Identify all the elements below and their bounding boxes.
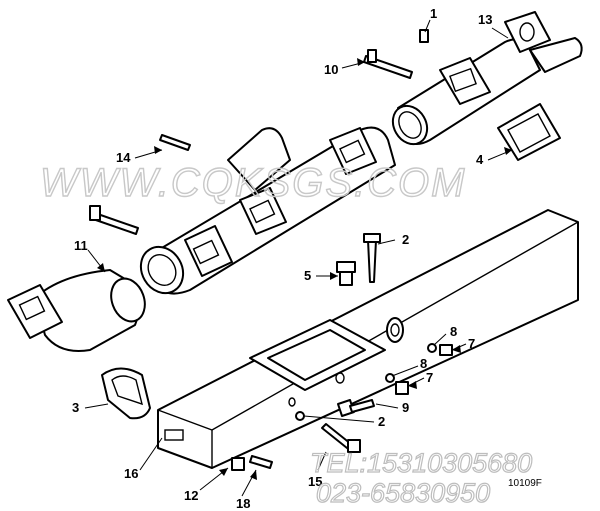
gasket-rear-opening [507,113,551,153]
drawing-code: 10109F [508,478,542,489]
watermark-phone: 023-65830950 [316,478,490,508]
callout-5: 5 [304,268,311,283]
callout-10: 10 [324,62,338,77]
gasket-front-opening [111,375,143,406]
callout-12: 12 [184,488,198,503]
callout-3: 3 [72,400,79,415]
callout-14: 14 [116,150,131,165]
callout-9: 9 [402,400,409,415]
callout-13: 13 [478,12,492,27]
callout-18: 18 [236,496,250,511]
callout-2-lower: 2 [378,414,385,429]
callout-11: 11 [74,238,88,253]
callout-7-lower: 7 [426,370,433,385]
manifold-rear-section [391,11,583,146]
watermark-website: WWW.CQKSGS.COM [40,161,466,205]
callout-8-upper: 8 [450,324,457,339]
fasteners [89,29,453,471]
gasket-rear [497,103,561,161]
callout-4: 4 [476,152,484,167]
gasket-front [101,367,151,420]
leader-lines [84,19,513,497]
callout-15: 15 [308,474,322,489]
manifold-middle-section [139,126,396,295]
callout-7-upper: 7 [468,336,475,351]
callout-16: 16 [124,466,138,481]
callout-2-upper: 2 [402,232,409,247]
callout-labels: 1 13 10 14 4 11 2 5 8 7 8 7 9 2 3 16 12 … [72,6,492,511]
watermark-tel: TEL:15310305680 [310,448,532,478]
manifold-lower-body [157,209,579,469]
manifold-front-elbow [7,269,146,352]
callout-8-lower: 8 [420,356,427,371]
callout-1: 1 [430,6,437,21]
